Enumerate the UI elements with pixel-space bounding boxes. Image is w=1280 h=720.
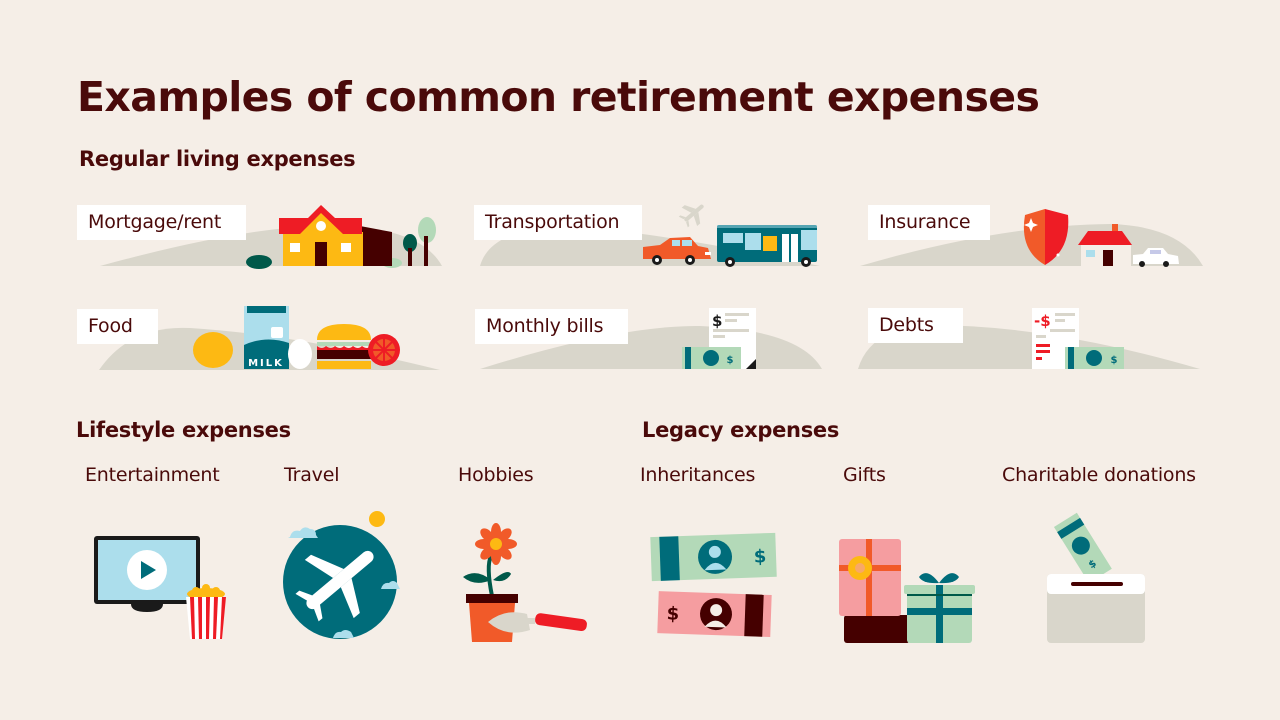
milk-text: MILK bbox=[248, 358, 284, 369]
mortgage-label: Mortgage/rent bbox=[77, 205, 246, 240]
svg-text:$: $ bbox=[753, 546, 766, 567]
regular-expenses-heading: Regular living expenses bbox=[79, 147, 356, 171]
page-title: Examples of common retirement expenses bbox=[77, 73, 1040, 121]
food-label: Food bbox=[77, 309, 158, 344]
charitable-donations-label: Charitable donations bbox=[1002, 464, 1196, 486]
svg-text:$: $ bbox=[666, 603, 679, 624]
svg-text:$: $ bbox=[1111, 355, 1118, 366]
entertainment-label: Entertainment bbox=[85, 464, 220, 486]
legacy-expenses-heading: Legacy expenses bbox=[642, 418, 840, 442]
lifestyle-expenses-heading: Lifestyle expenses bbox=[76, 418, 291, 442]
gifts-label: Gifts bbox=[843, 464, 886, 486]
insurance-label: Insurance bbox=[868, 205, 990, 240]
svg-text:$: $ bbox=[1087, 558, 1099, 571]
transportation-label: Transportation bbox=[474, 205, 642, 240]
minus-dollar-glyph: -$ bbox=[1034, 312, 1051, 330]
dollar-glyph: $ bbox=[712, 312, 722, 330]
monthly-bills-label: Monthly bills bbox=[475, 309, 628, 344]
svg-text:$: $ bbox=[727, 355, 734, 366]
hobbies-label: Hobbies bbox=[458, 464, 534, 486]
debts-label: Debts bbox=[868, 308, 963, 343]
inheritances-label: Inheritances bbox=[640, 464, 756, 486]
travel-label: Travel bbox=[284, 464, 340, 486]
